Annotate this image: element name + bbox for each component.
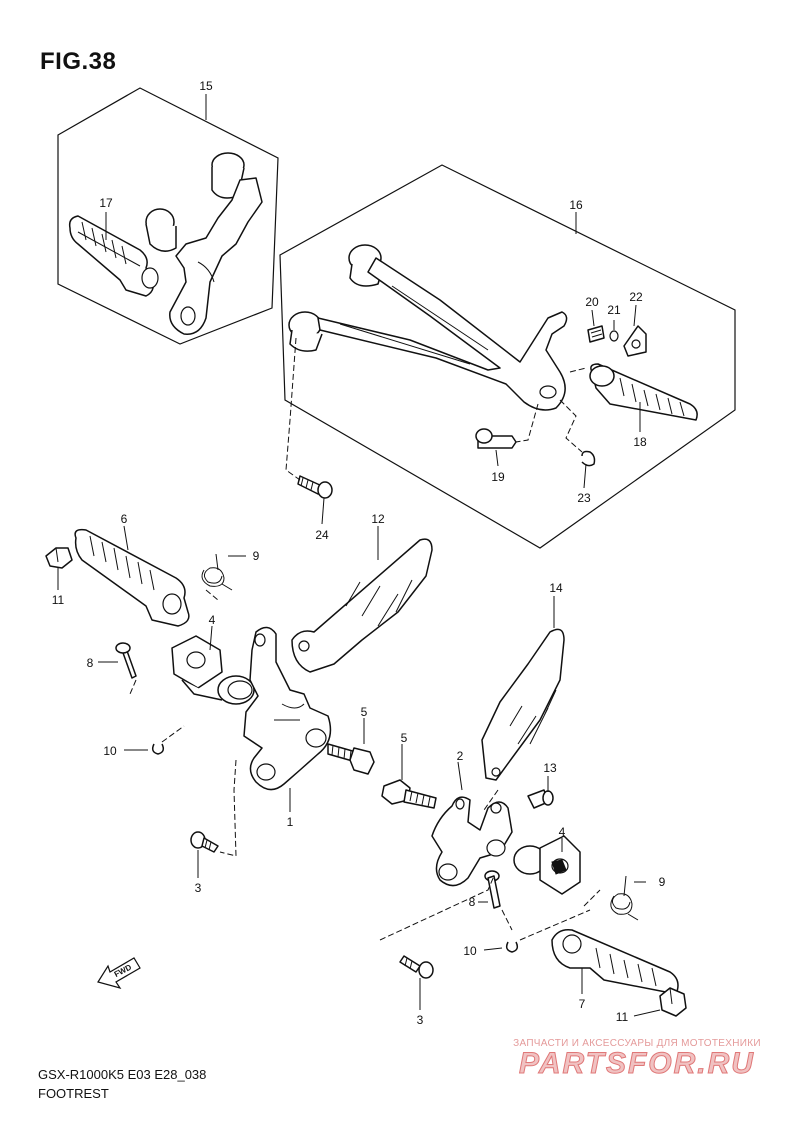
part-8-pin-right[interactable]	[484, 870, 501, 909]
callout-16: 16	[569, 198, 583, 212]
callout-6: 6	[121, 512, 128, 526]
callout-24: 24	[315, 528, 329, 542]
watermark-brand: PARTSFOR.RU	[519, 1047, 755, 1081]
callout-18: 18	[633, 435, 647, 449]
group-15-box	[57, 87, 279, 345]
part-15-rear-bracket[interactable]	[145, 152, 263, 335]
model-code: GSX-R1000K5 E03 E28_038	[38, 1067, 207, 1082]
callout-1: 1	[287, 815, 294, 829]
part-5-bolt-lower[interactable]	[381, 779, 437, 809]
part-20-bolt[interactable]	[587, 325, 605, 343]
fwd-arrow-icon: FWD	[97, 957, 141, 990]
part-4-holder-right[interactable]	[513, 835, 581, 895]
part-6-footpeg[interactable]	[74, 528, 190, 627]
callout-23: 23	[577, 491, 591, 505]
part-9-spring-right[interactable]	[610, 875, 639, 921]
callout-2: 2	[457, 749, 464, 763]
part-12-heel-guard[interactable]	[291, 538, 433, 673]
part-9-spring-left[interactable]	[201, 553, 233, 591]
callout-9-right: 9	[659, 875, 666, 889]
part-11-nut-right[interactable]	[659, 987, 687, 1017]
part-4-holder-left[interactable]	[171, 635, 255, 705]
callout-10-right: 10	[463, 944, 477, 958]
callout-5-upper: 5	[361, 705, 368, 719]
part-10-clip-left[interactable]	[151, 743, 165, 755]
callout-4-right: 4	[559, 825, 566, 839]
figure-title: FIG.38	[40, 48, 117, 75]
callout-21: 21	[607, 303, 621, 317]
part-5-bolt-upper[interactable]	[327, 743, 375, 775]
part-22-plate[interactable]	[623, 325, 647, 357]
section-name: FOOTREST	[38, 1086, 109, 1101]
callout-7: 7	[579, 997, 586, 1011]
callout-5-lower: 5	[401, 731, 408, 745]
callout-11-left: 11	[52, 593, 65, 607]
callout-20: 20	[585, 295, 599, 309]
part-11-nut-left[interactable]	[45, 547, 73, 569]
group-16-box	[279, 164, 736, 549]
part-2-main-bracket[interactable]	[431, 796, 513, 887]
callout-10-left: 10	[103, 744, 117, 758]
callout-4-left: 4	[209, 613, 216, 627]
callout-19: 19	[491, 470, 505, 484]
part-14-heel-guard[interactable]	[481, 628, 565, 781]
part-21-washer[interactable]	[609, 330, 619, 342]
callout-11-right: 11	[616, 1010, 629, 1024]
part-18-footpeg[interactable]	[589, 363, 698, 421]
callout-17: 17	[99, 196, 113, 210]
callout-22: 22	[629, 290, 643, 304]
callout-13: 13	[543, 761, 557, 775]
callout-labels: 15 16 17 20 21 22 18 19 23 24 6 12 9 11 …	[52, 79, 666, 1027]
callout-9-left: 9	[253, 549, 260, 563]
leader-lines	[57, 94, 661, 1017]
callout-15: 15	[199, 79, 213, 93]
callout-3-right: 3	[417, 1013, 424, 1027]
part-8-pin-left[interactable]	[115, 642, 137, 679]
callout-8-left: 8	[87, 656, 94, 670]
part-23-clip[interactable]	[581, 450, 596, 467]
part-19-pin[interactable]	[475, 428, 517, 449]
part-24-bolt[interactable]	[297, 475, 333, 499]
watermark: ЗАПЧАСТИ И АКСЕССУАРЫ ДЛЯ МОТОТЕХНИКИ PA…	[487, 1038, 787, 1081]
callout-3-left: 3	[195, 881, 202, 895]
callout-12: 12	[371, 512, 385, 526]
part-17-footpeg[interactable]	[68, 215, 159, 297]
part-13-bolt[interactable]	[527, 789, 554, 809]
watermark-tagline: ЗАПЧАСТИ И АКСЕССУАРЫ ДЛЯ МОТОТЕХНИКИ	[513, 1038, 761, 1049]
part-7-footpeg[interactable]	[551, 928, 679, 995]
part-16-bracket[interactable]	[288, 244, 568, 411]
part-3-bolt-left[interactable]	[190, 831, 219, 853]
callout-14: 14	[549, 581, 563, 595]
part-3-bolt-right[interactable]	[399, 955, 434, 979]
part-1-main-bracket[interactable]	[243, 626, 332, 791]
callout-8-right: 8	[469, 895, 476, 909]
part-10-clip-right[interactable]	[505, 941, 519, 953]
